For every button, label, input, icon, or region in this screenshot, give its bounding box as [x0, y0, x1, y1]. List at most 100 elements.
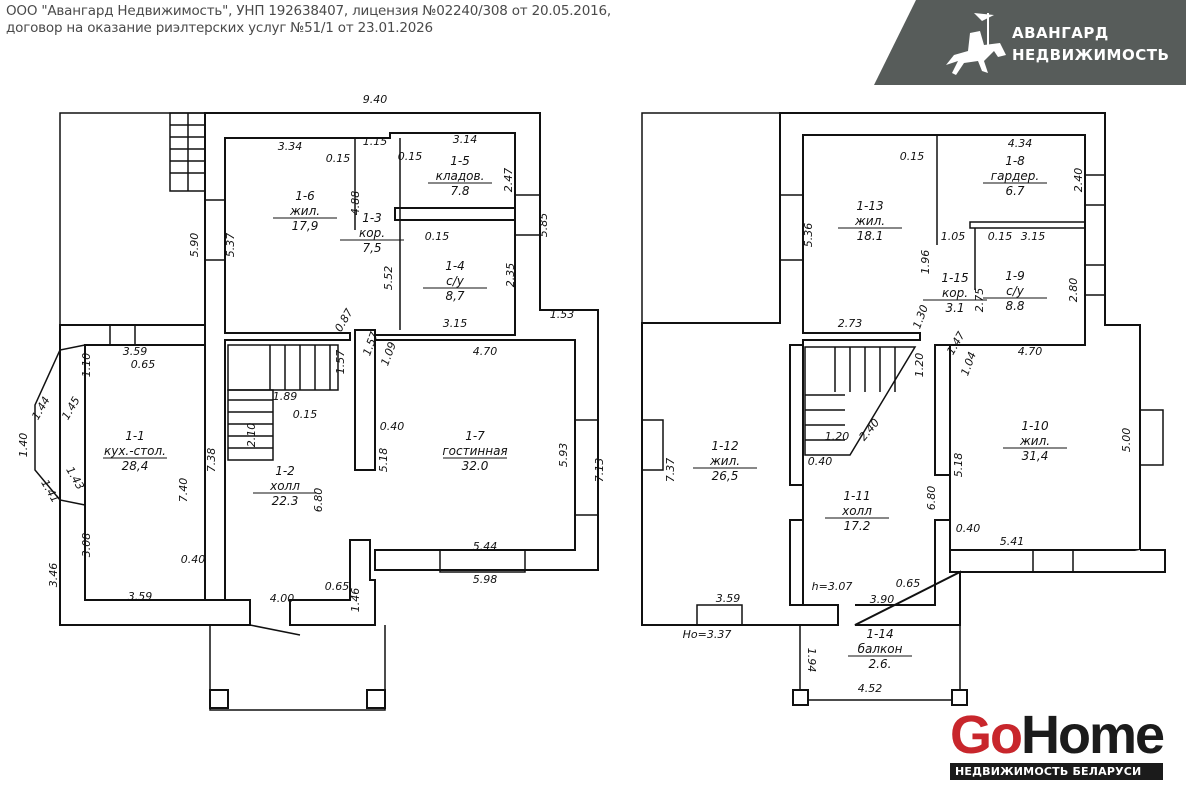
room-id: 1-3: [362, 211, 382, 225]
dimension-label: h=3.07: [812, 580, 853, 593]
dimension-label: Hо=3.37: [683, 628, 732, 641]
room-name: кор.: [359, 226, 385, 240]
dimension-label: 2.75: [973, 288, 986, 313]
floor-plan-1: [34, 112, 599, 711]
dimension-label: 1.05: [941, 230, 966, 243]
dimension-label: 0.15: [293, 408, 318, 421]
room-area: 32.0: [462, 459, 489, 473]
dimension-label: 4.70: [473, 345, 498, 358]
dimension-label: 1.15: [363, 135, 388, 148]
room-name: кор.: [942, 286, 968, 300]
exterior-stair: [169, 112, 206, 192]
room-id: 1-1: [125, 429, 145, 443]
dimension-label: 3.59: [128, 590, 153, 603]
room-name: гостинная: [442, 444, 507, 458]
wall: [854, 519, 1166, 626]
dimension-label: 3.14: [453, 133, 478, 146]
room-area: 17,9: [292, 219, 319, 233]
dimension-label: 4.52: [858, 682, 883, 695]
dimension-label: 5.52: [382, 266, 395, 291]
dimension-label: 5.36: [802, 223, 815, 248]
dimension-label: 0.15: [326, 152, 351, 165]
window: [696, 604, 743, 626]
dimension-label: 1.53: [550, 308, 575, 321]
dimension-label: 2.35: [504, 263, 517, 288]
dimension-label: 5.85: [537, 213, 550, 238]
room-name: с/у: [446, 274, 465, 288]
brand-line-2: НЕДВИЖИМОСТЬ: [1012, 46, 1170, 64]
window: [204, 199, 226, 261]
room-area: 18.1: [857, 229, 884, 243]
room-id: 1-15: [941, 271, 968, 285]
dimension-label: 1.30: [910, 303, 931, 330]
wall: [789, 344, 804, 486]
room-name: жил.: [1019, 434, 1050, 448]
dimension-label: 1.10: [80, 353, 93, 378]
dimension-label: 5.90: [188, 233, 201, 258]
dimension-label: 2.10: [245, 423, 258, 448]
dimension-label: 4.88: [349, 191, 362, 216]
dimension-label: 0.40: [380, 420, 405, 433]
room-id: 1-11: [843, 489, 870, 503]
window: [641, 419, 664, 471]
dimension-label: 0.65: [131, 358, 156, 371]
brand-line-1: АВАНГАРД: [1012, 24, 1109, 42]
dimension-label: 7.13: [593, 458, 606, 483]
interior-stair: [804, 346, 917, 456]
dimension-label: 4.00: [270, 592, 295, 605]
window: [1084, 264, 1106, 296]
dimension-label: 1.96: [919, 250, 932, 275]
dimension-label: 5.37: [224, 233, 237, 258]
dimension-label: 0.87: [332, 306, 356, 334]
window: [439, 549, 526, 573]
dimension-label: 1.41: [38, 477, 62, 505]
window: [1139, 409, 1164, 466]
window: [514, 194, 541, 236]
dimension-label: 1.20: [825, 430, 850, 443]
room-label-1-4: 1-4с/у8,7: [423, 259, 487, 303]
dimension-label: 7.37: [664, 458, 677, 483]
room-name: гардер.: [991, 169, 1039, 183]
dimension-label: 1.40: [17, 433, 30, 458]
room-id: 1-2: [275, 464, 295, 478]
room-id: 1-5: [450, 154, 470, 168]
dimension-label: 9.40: [363, 93, 388, 106]
window: [1084, 174, 1106, 206]
dimension-label: 6.80: [925, 486, 938, 511]
window: [1032, 549, 1074, 573]
room-id: 1-14: [866, 627, 893, 641]
dimension-label: 1.46: [349, 588, 362, 613]
room-area: 2.6.: [869, 657, 892, 671]
room-area: 6.7: [1005, 184, 1024, 198]
room-label-1-9: 1-9с/у8.8: [983, 269, 1047, 313]
wall: [59, 324, 251, 626]
dimension-label: 1.89: [273, 390, 298, 403]
dimension-label: 1.94: [805, 648, 818, 673]
dimension-label: 5.93: [557, 443, 570, 468]
avangard-brand-logo: АВАНГАРД НЕДВИЖИМОСТЬ: [874, 0, 1186, 85]
window: [779, 194, 804, 261]
gohome-home: Home: [1021, 705, 1165, 765]
room-name: кух.-стол.: [104, 444, 166, 458]
partition: [394, 207, 516, 221]
dimension-label: 4.70: [1018, 345, 1043, 358]
room-id: 1-10: [1021, 419, 1049, 433]
room-id: 1-13: [856, 199, 883, 213]
dimension-label: 2.40: [1072, 168, 1085, 193]
gohome-tagline: НЕДВИЖИМОСТЬ БЕЛАРУСИ: [950, 763, 1164, 780]
dimension-label: 0.40: [181, 553, 206, 566]
dimension-label: 1.57: [334, 350, 347, 375]
wall: [354, 329, 376, 471]
room-id: 1-12: [711, 439, 738, 453]
wall: [789, 519, 804, 606]
dimension-label: 0.40: [956, 522, 981, 535]
agency-legal-info: ООО "Авангард Недвижимость", УНП 1926384…: [6, 3, 611, 37]
wall: [934, 344, 951, 476]
